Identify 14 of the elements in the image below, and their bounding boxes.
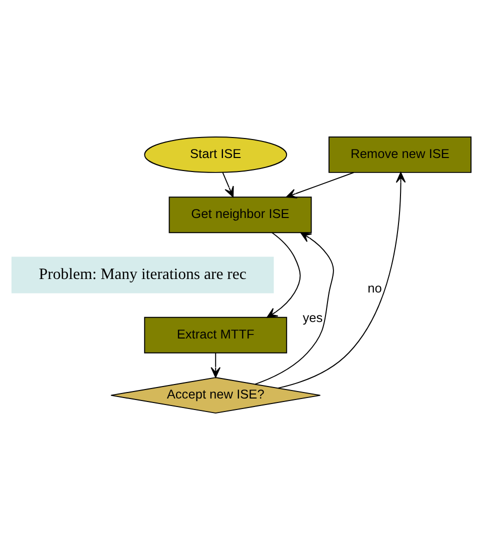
node-box: Remove new ISE	[328, 136, 472, 172]
arrow	[286, 172, 354, 198]
node-box: Extract MTTF	[144, 316, 288, 353]
edge-label: no	[368, 280, 382, 295]
node-box: Get neighbor ISE	[168, 196, 312, 233]
arrow	[254, 232, 334, 384]
arrow	[222, 172, 234, 197]
node-ellipse: Start ISE	[144, 136, 288, 172]
arrow	[210, 352, 221, 378]
node-box: Problem: Many iterations are rec	[12, 256, 274, 293]
arrow	[266, 232, 301, 318]
node-diamond: Accept new ISE?	[110, 376, 321, 414]
edge-label: yes	[302, 309, 323, 324]
arrow	[278, 172, 406, 388]
